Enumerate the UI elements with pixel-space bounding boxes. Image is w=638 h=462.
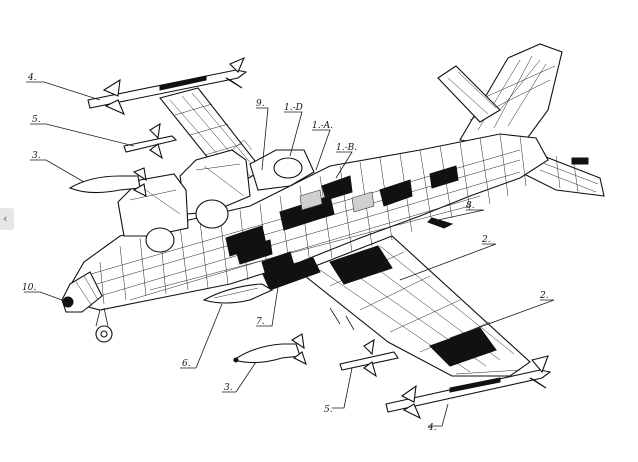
aircraft-illustration: [61, 43, 605, 377]
callout-1-a: 1.-A.: [312, 121, 333, 131]
leader-lines: [24, 81, 555, 427]
rocket-bottom: [339, 338, 399, 378]
missile-top: [87, 56, 248, 116]
air-intake: [261, 251, 297, 283]
callout-2-bottom: 2.: [539, 291, 549, 301]
callout-3-top: 3.: [32, 151, 41, 161]
callout-5-top: 5.: [32, 115, 41, 125]
callout-labels: 4. 5. 3. 9. 1.-D 1.-A. 1.-B. 8. 2. 10. 7…: [22, 73, 549, 433]
external-stores: [68, 56, 552, 420]
callout-1-d: 1.-D: [284, 103, 303, 113]
rear-ejection-seat: [195, 199, 229, 229]
callout-3-bottom: 3.: [224, 383, 233, 393]
callout-7: 7.: [256, 317, 265, 327]
missile-bottom: [385, 355, 552, 420]
nose-tip: [62, 296, 74, 308]
callout-2-top: 2.: [481, 235, 491, 245]
tail-marking: [571, 157, 589, 165]
bomb-bottom: [232, 333, 307, 366]
callout-10: 10.: [22, 283, 36, 293]
wing-outer-tank-section: [429, 327, 497, 367]
previous-image-tab[interactable]: ‹: [0, 208, 14, 230]
callout-5-bottom: 5.: [324, 405, 333, 415]
near-wing: [298, 235, 531, 377]
callout-4-bottom: 4.: [427, 423, 437, 433]
callout-9: 9.: [256, 99, 265, 109]
chevron-left-icon: ‹: [3, 212, 8, 225]
wing-fuel-tank-section: [329, 245, 393, 285]
drop-tank: [202, 283, 274, 304]
callout-8: 8.: [466, 201, 475, 211]
callout-1-b: 1.-B.: [336, 143, 357, 153]
rocket-top: [123, 122, 178, 160]
callout-6: 6.: [182, 359, 191, 369]
rear-canopy: [179, 149, 251, 215]
front-ejection-seat: [145, 227, 175, 253]
far-horizontal-tail: [437, 65, 501, 123]
callout-4-top: 4.: [27, 73, 37, 83]
bomb-top: [68, 167, 147, 197]
